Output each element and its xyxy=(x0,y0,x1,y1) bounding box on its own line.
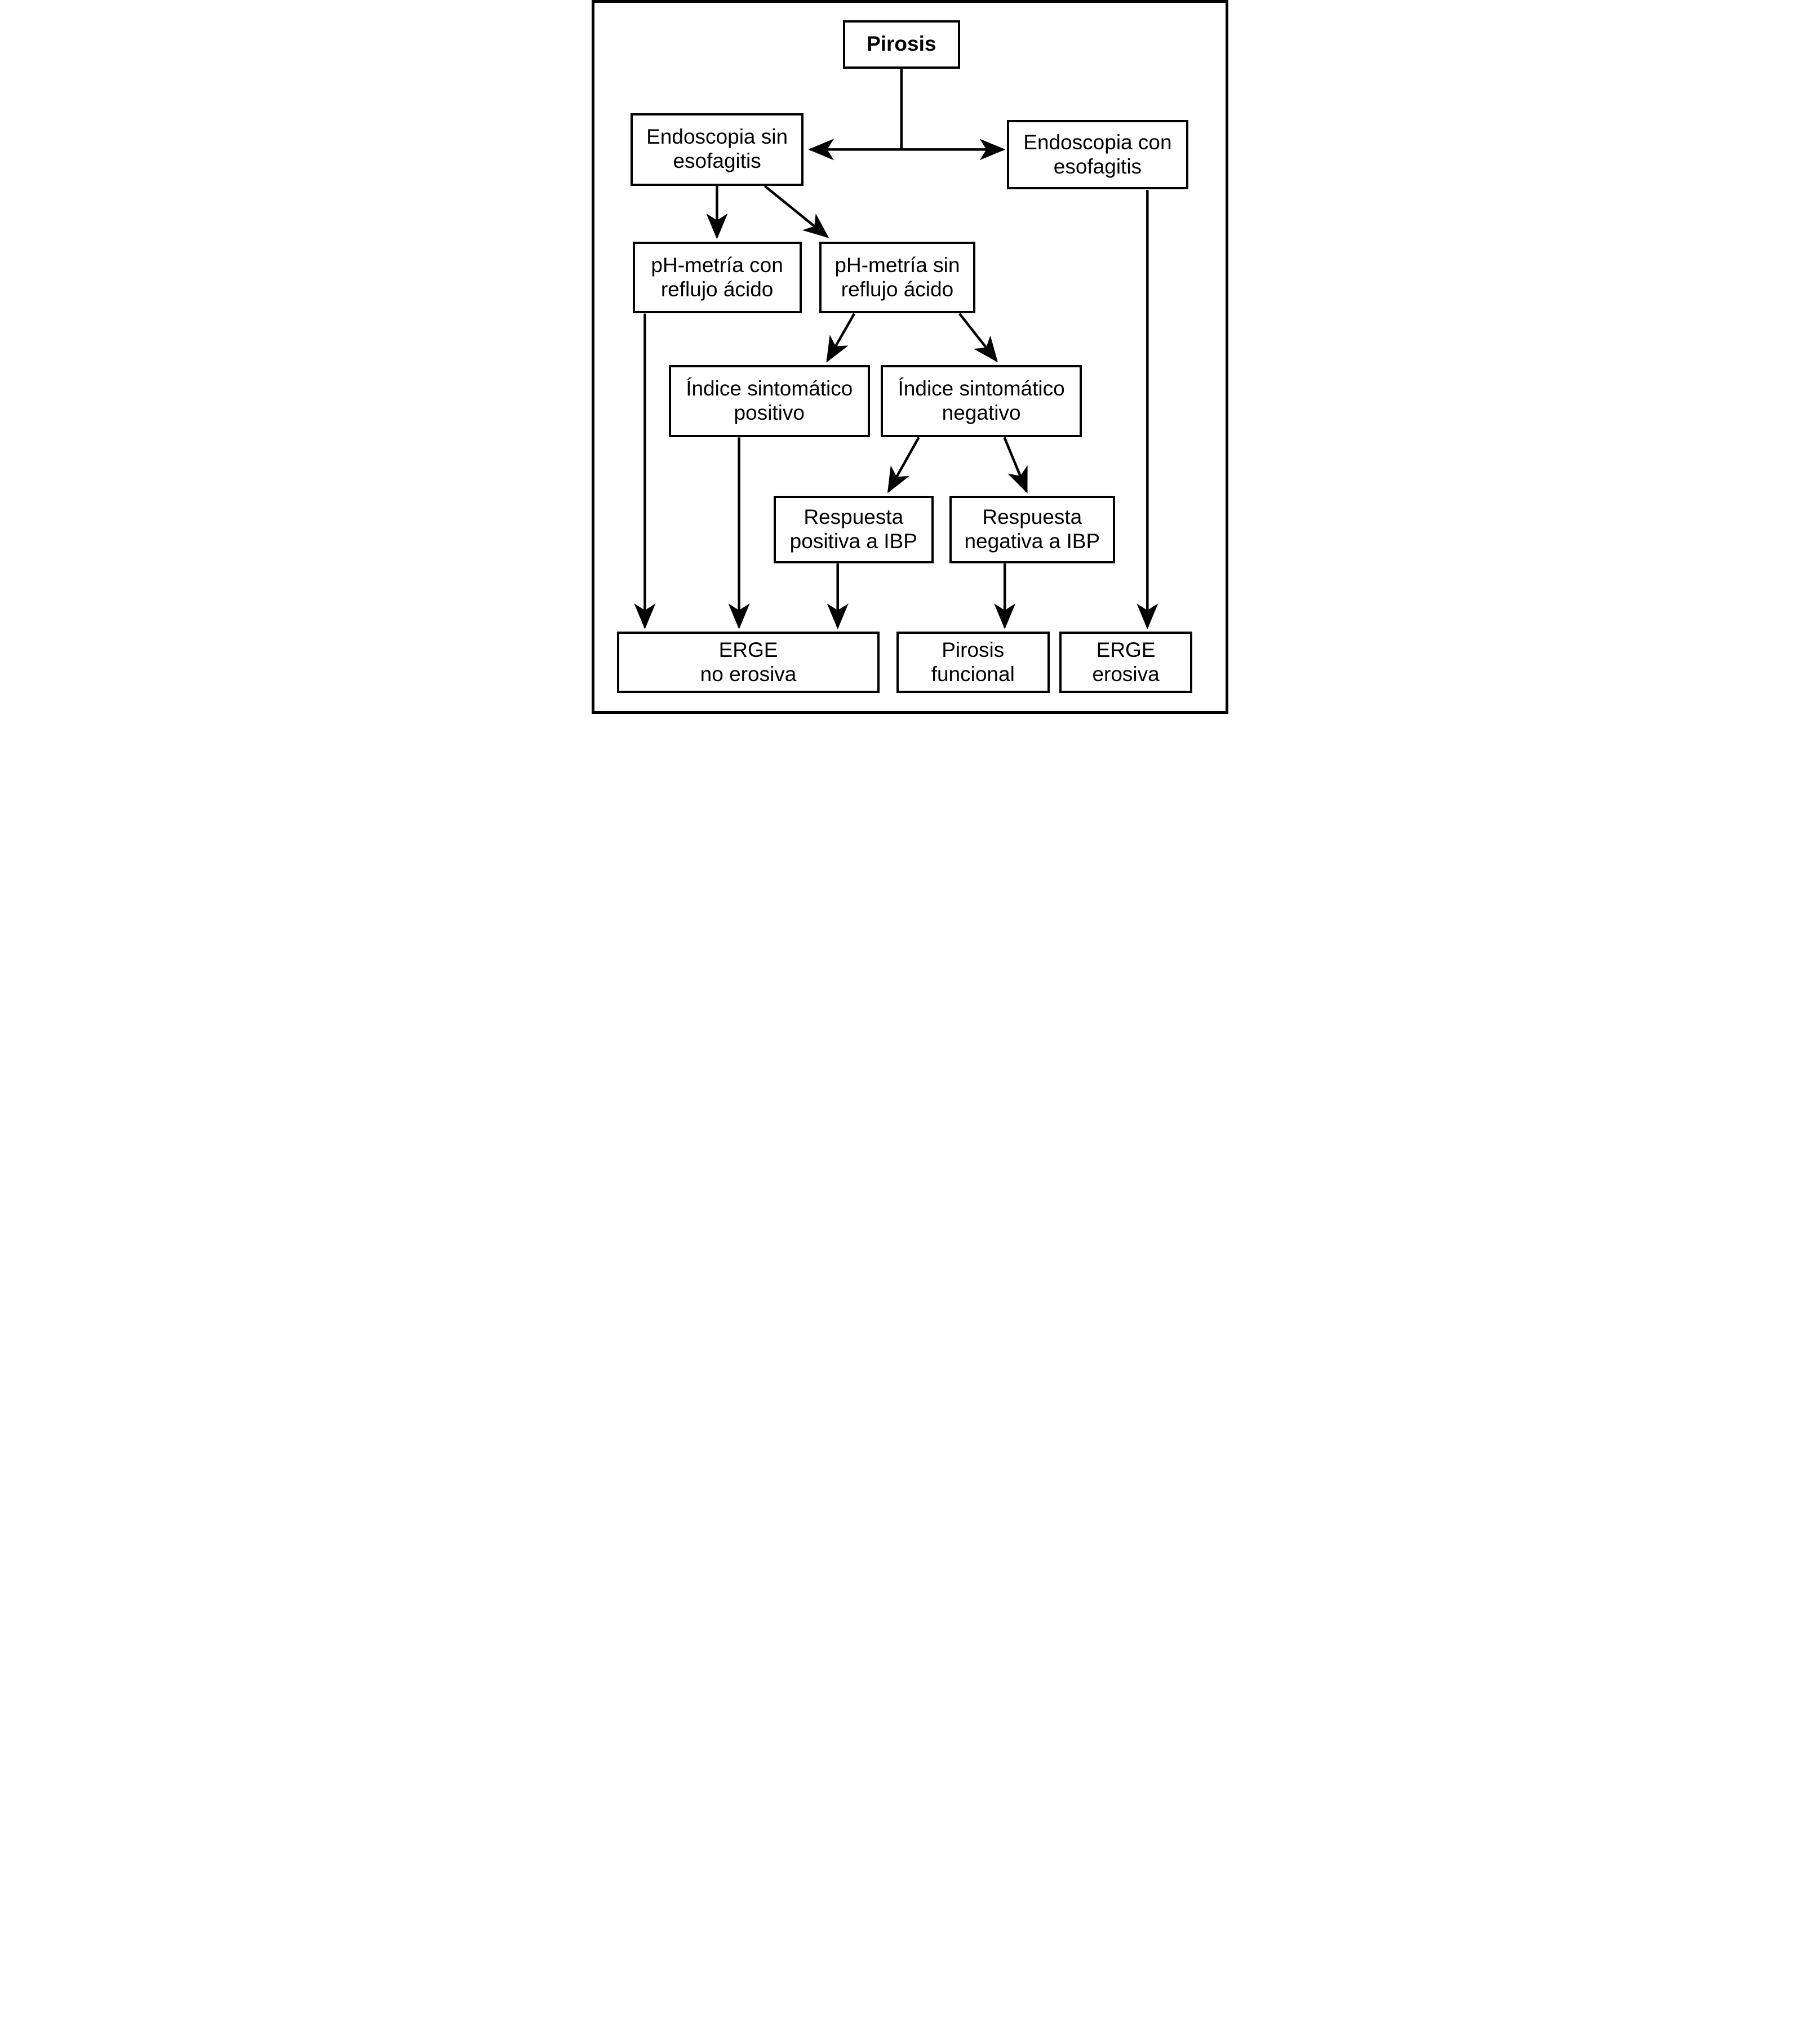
edge-endoscopia-sin-to-ph-sin xyxy=(763,185,829,238)
node-endoscopia-con-esofagitis: Endoscopia con esofagitis xyxy=(1006,120,1189,190)
node-respuesta-negativa-ibp: Respuesta negativa a IBP xyxy=(949,495,1115,563)
node-indice-sintomatico-positivo: Índice sintomático positivo xyxy=(668,365,870,437)
node-endoscopia-sin-esofagitis: Endoscopia sin esofagitis xyxy=(631,113,804,186)
flowchart-pirosis: Pirosis Endoscopia sin esofagitis Endosc… xyxy=(592,0,1228,714)
edge-ph-sin-to-indice-negativo xyxy=(958,313,998,363)
node-erge-no-erosiva: ERGE no erosiva xyxy=(616,632,880,694)
node-ph-metria-con-reflujo-acido: pH-metría con reflujo ácido xyxy=(632,242,802,313)
edge-ph-sin-to-indice-positivo xyxy=(826,313,856,363)
edge-indice-negativo-to-respuesta-negativa xyxy=(1003,437,1028,494)
connector-layer xyxy=(634,69,1158,629)
node-pirosis-funcional: Pirosis funcional xyxy=(896,632,1050,694)
node-pirosis: Pirosis xyxy=(842,20,960,69)
node-erge-erosiva: ERGE erosiva xyxy=(1059,632,1192,694)
edge-indice-negativo-to-respuesta-positiva xyxy=(887,437,920,494)
node-respuesta-positiva-ibp: Respuesta positiva a IBP xyxy=(773,495,934,563)
node-indice-sintomatico-negativo: Índice sintomático negativo xyxy=(881,365,1082,437)
node-ph-metria-sin-reflujo-acido: pH-metría sin reflujo ácido xyxy=(819,242,976,313)
